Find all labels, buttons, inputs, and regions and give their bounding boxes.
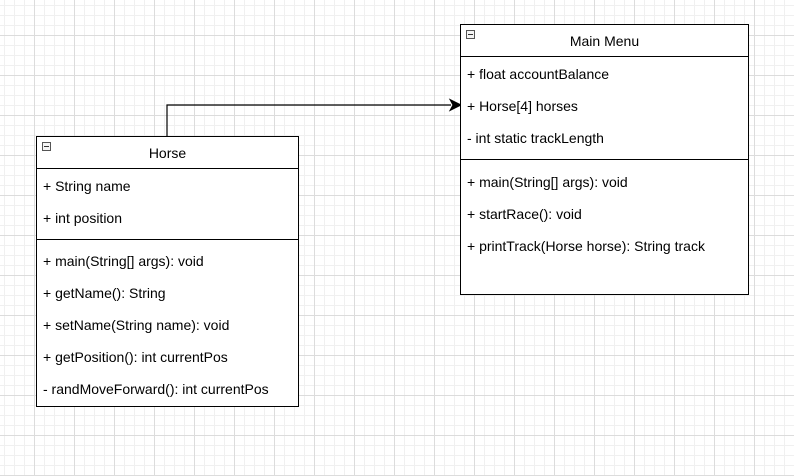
attribute[interactable]: + String name bbox=[43, 178, 131, 194]
methods-section: + main(String[] args): void + getName(): … bbox=[37, 240, 298, 405]
method[interactable]: + getName(): String bbox=[43, 285, 166, 301]
method[interactable]: + printTrack(Horse horse): String track bbox=[467, 238, 705, 254]
method[interactable]: - randMoveForward(): int currentPos bbox=[43, 381, 269, 397]
attributes-section: + String name + int position bbox=[37, 169, 298, 240]
attribute[interactable]: - int static trackLength bbox=[467, 130, 604, 146]
collapse-minus-icon[interactable] bbox=[42, 142, 51, 151]
class-header[interactable]: Horse bbox=[37, 137, 298, 169]
class-name: Horse bbox=[148, 144, 187, 161]
method[interactable]: + main(String[] args): void bbox=[467, 174, 628, 190]
methods-section: + main(String[] args): void + startRace(… bbox=[461, 160, 748, 262]
method[interactable]: + getPosition(): int currentPos bbox=[43, 349, 228, 365]
class-box-horse[interactable]: Horse + String name + int position + main… bbox=[36, 136, 299, 407]
attributes-section: + float accountBalance + Horse[4] horses… bbox=[461, 57, 748, 160]
attribute[interactable]: + float accountBalance bbox=[467, 66, 610, 82]
attribute[interactable]: + Horse[4] horses bbox=[467, 98, 578, 114]
method[interactable]: + main(String[] args): void bbox=[43, 253, 204, 269]
class-name: Main Menu bbox=[569, 32, 640, 49]
method[interactable]: + startRace(): void bbox=[467, 206, 582, 222]
association-line[interactable] bbox=[166, 104, 451, 136]
method[interactable]: + setName(String name): void bbox=[43, 317, 230, 333]
class-box-main-menu[interactable]: Main Menu + float accountBalance + Horse… bbox=[460, 24, 749, 295]
collapse-minus-icon[interactable] bbox=[466, 30, 475, 39]
attribute[interactable]: + int position bbox=[43, 210, 122, 226]
class-header[interactable]: Main Menu bbox=[461, 25, 748, 57]
